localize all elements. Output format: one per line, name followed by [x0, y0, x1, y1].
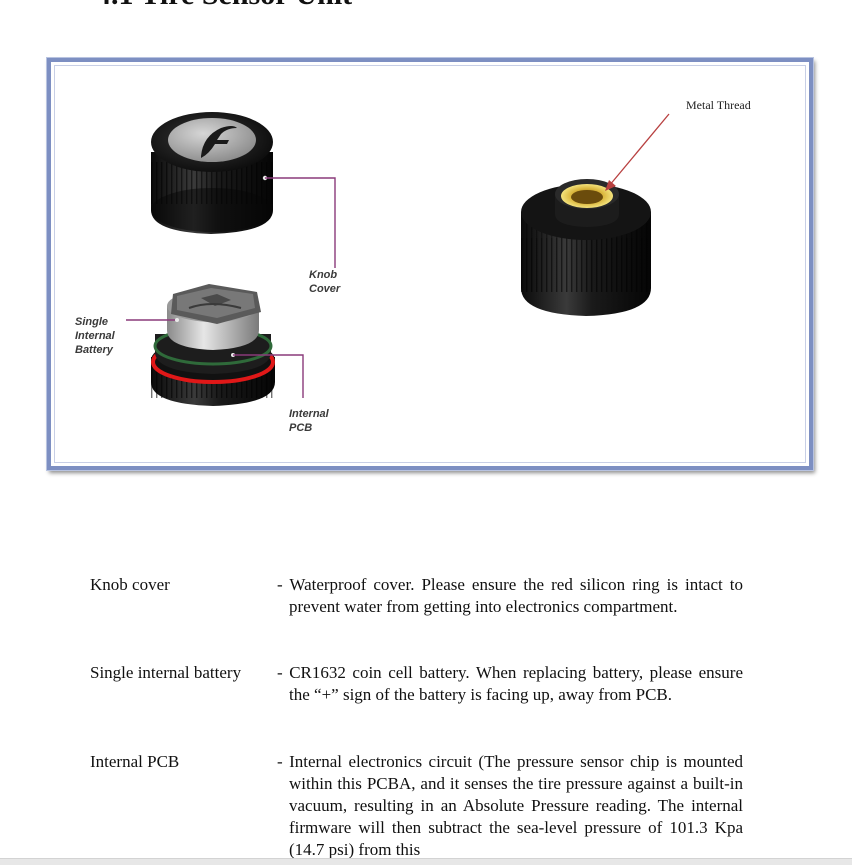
sensor-illustration	[126, 112, 670, 406]
page-bottom-edge	[0, 858, 852, 865]
knob-cover-leader	[262, 175, 336, 268]
definition-description: - CR1632 coin cell battery. When replaci…	[277, 663, 743, 704]
single-internal-battery-label: Single Internal Battery	[75, 316, 115, 356]
knob-cover-label: Knob Cover	[309, 269, 341, 295]
section-heading: 4.1 Tire Sensor Unit	[96, 0, 352, 12]
battery-leader	[126, 318, 179, 322]
pcb-leader	[231, 353, 304, 398]
metal-thread-label: Metal Thread	[686, 98, 751, 112]
metal-thread-arrow	[605, 113, 670, 191]
metal-thread-cap-image	[521, 179, 651, 316]
figure-inner-border	[54, 65, 806, 463]
definition-term: Single internal battery	[90, 663, 242, 682]
definition-term: Internal PCB	[90, 752, 180, 771]
definition-description: - Waterproof cover. Please ensure the re…	[277, 575, 743, 616]
knob-cover-image	[151, 112, 273, 234]
definition-description: - Internal electronics circuit (The pres…	[277, 752, 743, 859]
definition-term: Knob cover	[90, 575, 170, 594]
internal-pcb-label: Internal PCB	[289, 408, 329, 434]
figure-frame: Knob Cover Single Internal Battery Inter…	[47, 58, 813, 470]
sensor-base-image	[151, 284, 275, 406]
